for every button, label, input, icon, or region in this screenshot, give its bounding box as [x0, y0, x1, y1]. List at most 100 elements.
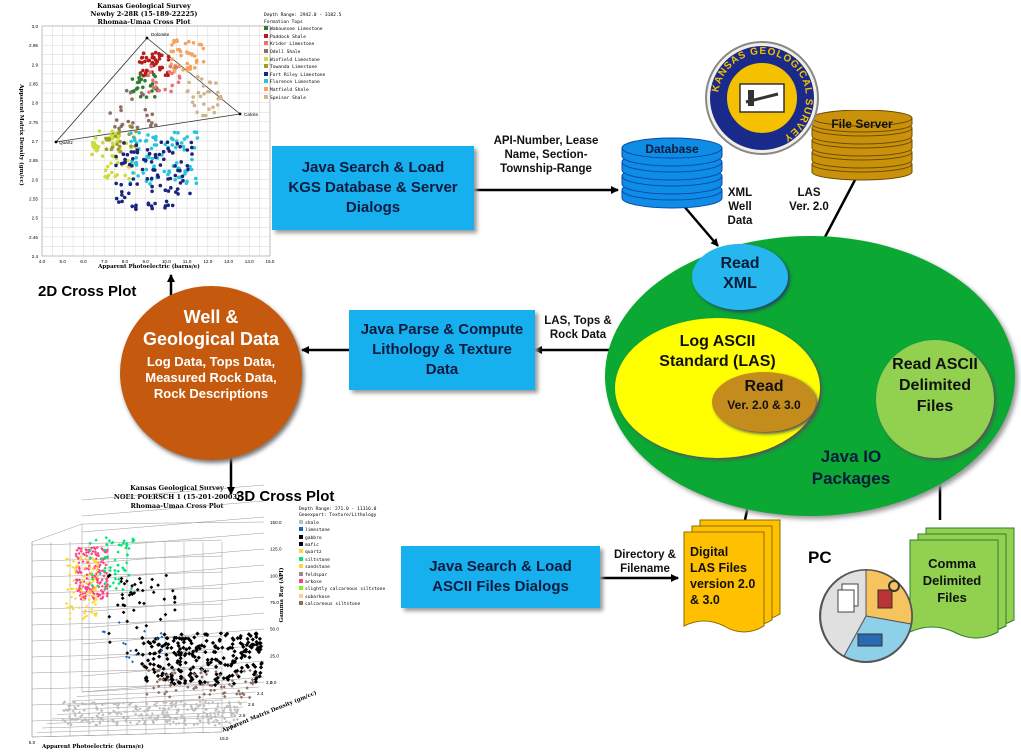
data-point [69, 723, 73, 727]
data-point [173, 608, 177, 612]
data-point [160, 649, 163, 653]
data-point [88, 566, 92, 570]
data-point [247, 655, 252, 660]
data-point [161, 149, 166, 154]
data-point [231, 712, 236, 716]
data-point [209, 711, 213, 716]
data-point [186, 167, 190, 172]
data-point [191, 41, 196, 45]
legend-item: Fort Riley Limestone [264, 71, 376, 80]
z-tick-label: 75.0 [270, 600, 279, 605]
data-point [94, 585, 98, 589]
data-point [142, 722, 146, 726]
data-point [199, 671, 203, 675]
data-point [142, 157, 146, 162]
data-point [117, 701, 121, 705]
data-point [142, 601, 146, 606]
data-point [114, 163, 118, 168]
data-point [179, 632, 184, 637]
well-body: Log Data, Tops Data, Measured Rock Data,… [145, 354, 277, 401]
data-point [104, 147, 109, 151]
data-point [254, 673, 259, 677]
data-point [195, 136, 200, 140]
data-point [88, 587, 92, 591]
plot2d-chart: 3.02.952.92.852.82.752.72.652.62.552.52.… [29, 24, 275, 264]
legend-label: gabbro [305, 535, 322, 541]
data-point [160, 644, 165, 649]
label-las-ver: LAS Ver. 2.0 [789, 187, 829, 213]
data-point [173, 173, 178, 178]
data-point [117, 126, 121, 131]
data-point [86, 550, 90, 554]
data-point [171, 638, 176, 644]
data-point [157, 684, 161, 688]
data-point [90, 573, 94, 577]
data-point [185, 66, 190, 70]
read-las-ellipse: Read Ver. 2.0 & 3.0 [712, 372, 816, 432]
legend-label: Paddock Shale [270, 34, 306, 40]
data-point [95, 563, 100, 567]
data-point [215, 707, 219, 711]
data-point [250, 637, 255, 642]
data-point [178, 49, 183, 54]
axis-line [81, 612, 265, 629]
data-point [160, 635, 164, 639]
data-point [73, 597, 78, 601]
data-point [169, 186, 173, 190]
data-point [194, 176, 198, 181]
legend-label: Wabaunsee Limestone [270, 27, 323, 33]
data-point [170, 71, 174, 76]
data-point [68, 583, 72, 587]
axis-line [81, 532, 265, 549]
data-point [153, 716, 157, 720]
legend-swatch [299, 586, 303, 591]
java-search-kgs-box: Java Search & Load KGS Database & Server… [272, 146, 474, 230]
data-point [159, 631, 163, 635]
data-point [209, 714, 213, 718]
data-point [168, 722, 172, 726]
data-point [144, 95, 149, 99]
data-point [197, 42, 202, 47]
data-point [202, 711, 207, 715]
label-pc: PC [808, 548, 832, 567]
data-point [188, 51, 192, 56]
data-point [85, 605, 89, 609]
data-point [127, 162, 132, 167]
x-tick-label: 8.0 [122, 259, 129, 264]
data-point [189, 140, 194, 145]
legend-item: Winfield Limestone [264, 56, 376, 65]
data-point [164, 199, 169, 204]
data-point [173, 164, 177, 168]
data-point [176, 131, 180, 135]
data-point [93, 550, 98, 554]
data-point [116, 706, 120, 710]
legend-swatch [299, 564, 303, 569]
data-point [131, 660, 134, 664]
plot3d-legend: Depth Range: 271.0 - 11316.0 Geoexport: … [299, 507, 402, 609]
data-point [148, 70, 153, 74]
data-point [79, 597, 83, 601]
data-point [143, 78, 147, 83]
data-point [221, 711, 226, 715]
data-point [188, 164, 192, 169]
y-tick-label: 3.0 [32, 24, 39, 29]
data-point [230, 642, 235, 647]
data-point [78, 578, 82, 582]
data-point [162, 169, 167, 174]
data-point [163, 708, 167, 712]
data-point [190, 157, 194, 162]
read-las-text: Read [744, 378, 784, 395]
legend-label: feldspar [305, 572, 328, 578]
data-point [114, 196, 119, 201]
data-point [212, 720, 216, 724]
legend-swatch [299, 534, 303, 539]
data-point [155, 59, 160, 64]
data-point [180, 174, 185, 179]
data-point [206, 719, 210, 723]
data-point [203, 700, 208, 704]
axis-line [66, 696, 252, 706]
data-point [149, 123, 153, 128]
data-point [110, 129, 114, 133]
data-point [113, 134, 118, 139]
data-point [79, 549, 83, 553]
